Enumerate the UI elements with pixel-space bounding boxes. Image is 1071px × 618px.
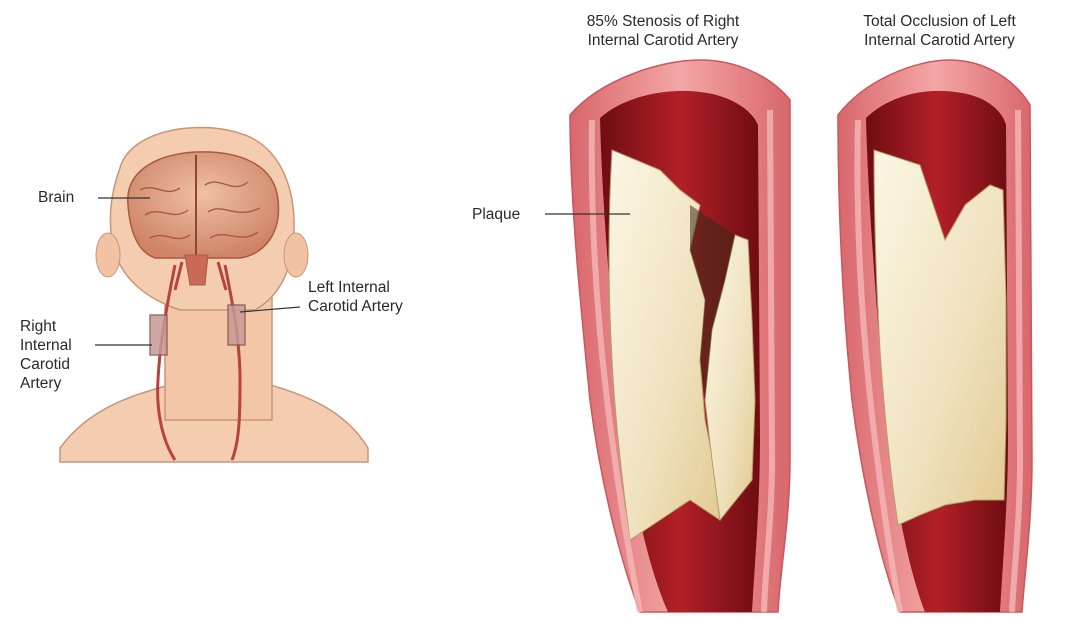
stenosis-title-line1: 85% Stenosis of Right bbox=[558, 12, 768, 31]
right-ica-label: Right Internal Carotid Artery bbox=[20, 317, 72, 393]
right-ear bbox=[96, 233, 120, 277]
right-ica-label-line2: Internal bbox=[20, 336, 72, 355]
right-ica-label-line3: Carotid bbox=[20, 355, 72, 374]
occlusion-title-line2: Internal Carotid Artery bbox=[832, 31, 1047, 50]
stenosis-title-line2: Internal Carotid Artery bbox=[558, 31, 768, 50]
right-ica-label-line1: Right bbox=[20, 317, 72, 336]
right-ica-label-line4: Artery bbox=[20, 374, 72, 393]
left-ica-label: Left Internal Carotid Artery bbox=[308, 278, 403, 316]
stenosis-title: 85% Stenosis of Right Internal Carotid A… bbox=[558, 12, 768, 50]
left-ica-label-line2: Carotid Artery bbox=[308, 297, 403, 316]
stenosis-artery bbox=[570, 60, 790, 612]
left-ear bbox=[284, 233, 308, 277]
right-ica-stenosis-box bbox=[150, 315, 167, 355]
left-ica-occlusion-box bbox=[228, 305, 245, 345]
plaque-label: Plaque bbox=[472, 205, 520, 224]
left-ica-label-line1: Left Internal bbox=[308, 278, 403, 297]
brain-label: Brain bbox=[38, 188, 74, 207]
occlusion-title-line1: Total Occlusion of Left bbox=[832, 12, 1047, 31]
occlusion-artery bbox=[838, 60, 1032, 612]
occlusion-title: Total Occlusion of Left Internal Carotid… bbox=[832, 12, 1047, 50]
